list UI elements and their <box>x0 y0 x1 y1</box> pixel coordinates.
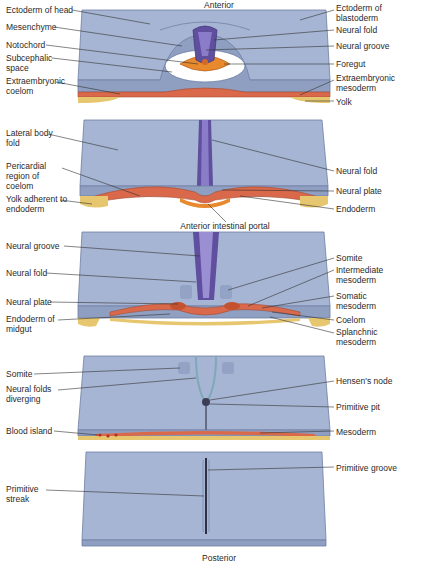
part-label: Yolk adherent to endoderm <box>6 194 68 214</box>
part-label: Notochord <box>6 40 76 50</box>
part-label: Mesoderm <box>336 427 426 437</box>
part-label: Lateral body fold <box>6 128 58 148</box>
part-label: Primitive pit <box>336 402 426 412</box>
part-label: Yolk <box>336 97 396 107</box>
part-label: Splanchnic mesoderm <box>336 327 402 347</box>
part-label: Neural fold <box>6 268 76 278</box>
part-label: Primitive streak <box>6 484 56 504</box>
midgut-section <box>78 232 330 327</box>
part-label: Blood island <box>6 426 76 436</box>
part-label: Neural plate <box>336 186 426 196</box>
heart-section <box>80 120 328 208</box>
head-section <box>78 10 330 103</box>
part-label: Extraembryonic mesoderm <box>336 73 410 93</box>
part-label: Neural fold <box>336 166 426 176</box>
part-label: Mesenchyme <box>6 22 76 32</box>
node-section <box>78 356 330 440</box>
part-label: Somite <box>336 253 426 263</box>
part-label: Endoderm <box>336 204 426 214</box>
part-label: Neural groove <box>6 241 76 251</box>
part-label: Ectoderm of blastoderm <box>336 3 398 23</box>
part-label: Anterior <box>184 0 254 10</box>
part-label: Neural folds diverging <box>6 384 64 404</box>
part-label: Foregut <box>336 59 426 69</box>
part-label: Neural fold <box>336 25 426 35</box>
part-label: Hensen's node <box>336 376 426 386</box>
part-label: Posterior <box>184 553 254 563</box>
part-label: Anterior intestinal portal <box>180 221 270 231</box>
part-label: Ectoderm of head <box>6 5 86 15</box>
part-label: Somatic mesoderm <box>336 291 402 311</box>
part-label: Somite <box>6 369 66 379</box>
part-label: Endoderm of midgut <box>6 314 62 334</box>
part-label: Neural plate <box>6 297 76 307</box>
part-label: Intermediate mesoderm <box>336 265 402 285</box>
part-label: Coelom <box>336 315 426 325</box>
part-label: Pericardial region of coelom <box>6 161 68 192</box>
part-label: Primitive groove <box>336 463 426 473</box>
part-label: Extraembryonic coelom <box>6 76 66 96</box>
part-label: Neural groove <box>336 41 426 51</box>
streak-section <box>82 452 326 546</box>
leader-lines <box>34 10 334 496</box>
part-label: Subcephalic space <box>6 53 58 73</box>
